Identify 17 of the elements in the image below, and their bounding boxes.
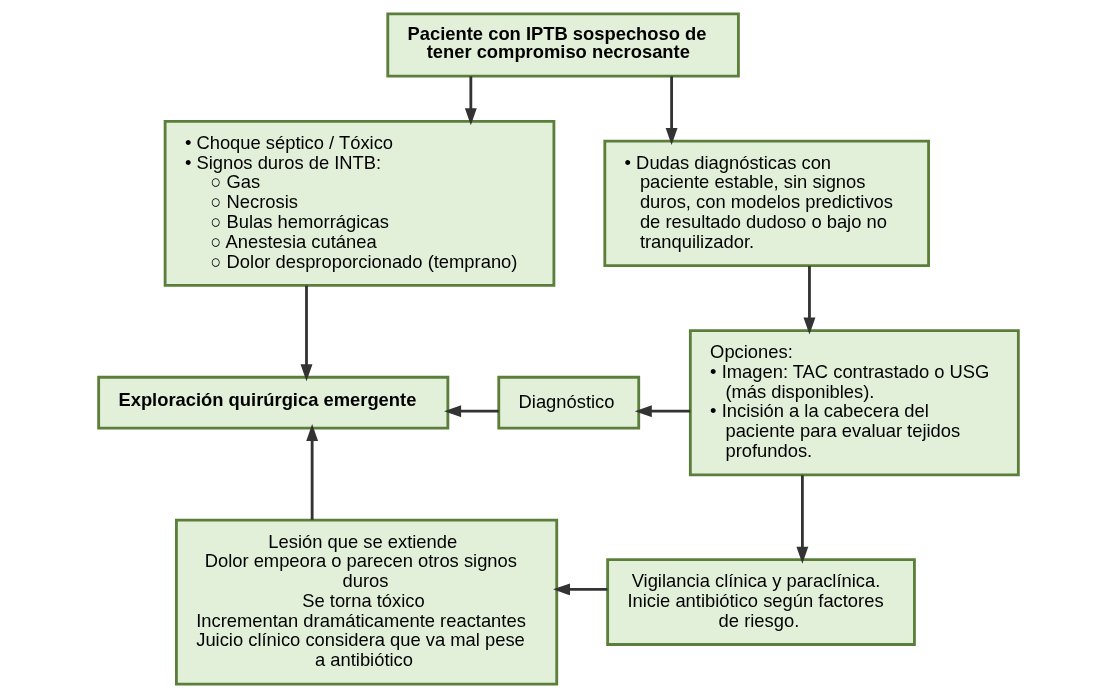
node-box: Vigilancia clínica y paraclínica. Inicie antibiótico según factores de riesgo.	[606, 558, 916, 646]
node-box: Opciones: • Imagen: TAC contrastado o USG (más disponibles). • Incisión a la cabecera del paciente para evaluar tejidos profundos.	[688, 329, 1020, 477]
node-box: • Choque séptico / Tóxico • Signos duros de INTB: ○ Gas ○ Necrosis ○ Bulas hemorrágicas ○ Anestesia cutánea ○ Dolor desproporcionado (temprano)	[163, 119, 556, 287]
arrow	[444, 405, 499, 418]
arrow	[306, 424, 319, 520]
arrow	[300, 285, 313, 382]
node-box: Diagnóstico	[497, 375, 641, 430]
arrow	[665, 76, 678, 145]
node-box: • Dudas diagnósticas con paciente estable, sin signos duros, con modelos predictivos de resultado dudoso o bajo no tranquilizador.	[603, 139, 930, 267]
node-box: Lesión que se extiende Dolor empeora o parecen otros signos duros Se torna tóxico Incrementan dramáticamente reactantes Juicio clínico considera que va mal pese a antibiótico	[175, 518, 559, 686]
arrow	[464, 76, 477, 126]
arrow	[803, 265, 816, 335]
node-box: Paciente con IPTB sospechoso de tener compromiso necrosante	[386, 12, 740, 78]
arrow	[796, 475, 809, 564]
arrow	[634, 405, 691, 418]
node-box: Exploración quirúrgica emergente	[97, 375, 450, 430]
arrow	[553, 583, 608, 596]
